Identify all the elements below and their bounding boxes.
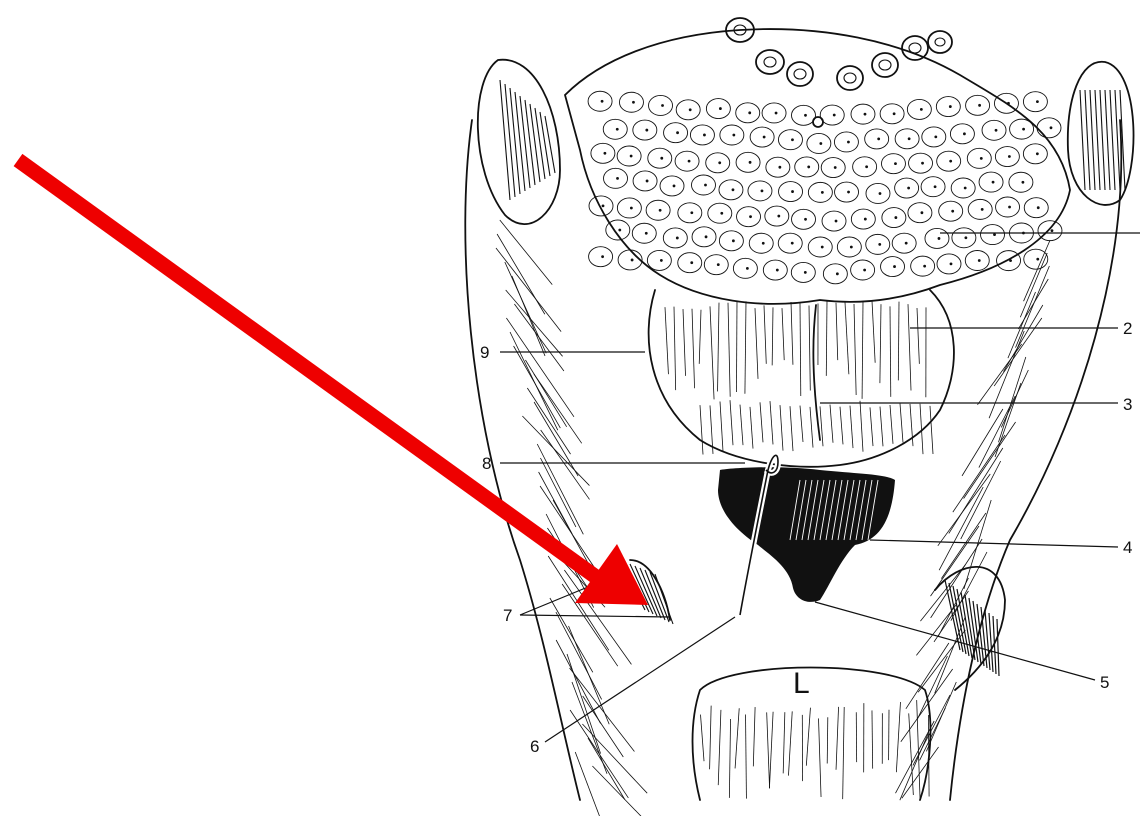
label-4: 4	[1123, 538, 1132, 557]
label-8: 8	[482, 454, 491, 473]
tongue-base	[565, 18, 1070, 304]
label-5: 5	[1100, 673, 1109, 692]
hatching-right	[895, 240, 1050, 800]
red-arrow	[18, 160, 648, 605]
label-7: 7	[503, 606, 512, 625]
label-6: 6	[530, 737, 539, 756]
label-9: 9	[480, 343, 489, 362]
right-lobe	[1068, 62, 1134, 205]
left-lobe	[478, 60, 560, 224]
epiglottis	[649, 290, 954, 467]
label-2: 2	[1123, 319, 1132, 338]
label-3: 3	[1123, 395, 1132, 414]
label-L: L	[793, 667, 810, 700]
hatching-trachea	[701, 700, 930, 800]
laryngeal-inlet	[718, 455, 895, 615]
